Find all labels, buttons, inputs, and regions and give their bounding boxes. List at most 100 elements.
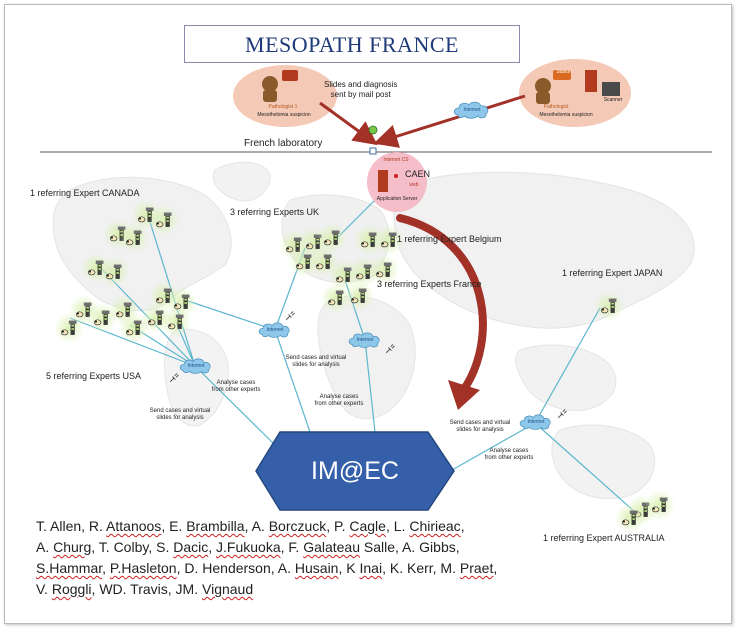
mail-post-label: Slides and diagnosis sent by mail post <box>324 80 397 100</box>
author-name-flagged: Dacic <box>173 539 209 555</box>
plug-icon-uk <box>285 311 295 321</box>
author-name-flagged: Churg <box>53 539 92 555</box>
expert-node-icon <box>645 490 675 520</box>
workstation-icon <box>602 82 620 96</box>
imec-hub-shape <box>255 431 455 511</box>
map-south-america <box>164 328 229 427</box>
expert-node-icon <box>317 223 347 253</box>
expert-node-icon <box>54 313 84 343</box>
expert-node-icon <box>594 291 624 321</box>
author-text: A. <box>36 539 54 555</box>
pathologist-right-station-label: Station <box>556 69 572 75</box>
authors-line-2: A. Churg, T. Colby, S. Dacic, J.Fukuoka,… <box>36 537 596 558</box>
link-cloud-usa-hub <box>194 365 276 446</box>
lab-node-icon <box>369 147 377 155</box>
mail-junction-icon <box>368 125 378 135</box>
server-top-tag: Internet CS <box>383 157 409 163</box>
author-name-flagged: Attanoos <box>106 518 162 534</box>
authors-line-4: V. Roggli, WD. Travis, JM. Vignaud <box>36 579 596 600</box>
link-australia-asia-cloud <box>534 422 636 513</box>
expert-node-icon <box>149 205 179 235</box>
pathologist-left-speech-icon <box>282 70 298 81</box>
region-canada-label: 1 referring Expert CANADA <box>30 188 140 198</box>
annotation-send-uk-line2: slides for analysis <box>292 362 340 368</box>
slide-border <box>4 4 732 624</box>
annotation-send-uk: Send cases and virtual slides for analys… <box>276 355 356 369</box>
author-text: , T. Colby, S. <box>91 539 174 555</box>
link-cloud-france-hub <box>364 339 376 433</box>
expert-node-icon <box>161 307 191 337</box>
authors-line-1: T. Allen, R. Attanoos, E. Brambilla, A. … <box>36 516 596 537</box>
link-cloud-uk-hub <box>274 329 311 433</box>
expert-node-icon <box>119 223 149 253</box>
expert-node-icon <box>119 313 149 343</box>
expert-node-icon <box>374 225 404 255</box>
mail-arrow-left <box>319 101 378 146</box>
author-name-flagged: Inai <box>359 560 383 576</box>
expert-node-icon <box>369 255 399 285</box>
expert-node-icon <box>99 257 129 287</box>
annotation-analyse-france: Analyse cases from other experts <box>308 394 370 408</box>
author-text: , K. Kerr, M. <box>382 560 460 576</box>
annotation-send-asia-line1: Send cases and virtual <box>449 420 511 426</box>
application-server <box>367 152 427 212</box>
annotation-analyse-usa-line2: from other experts <box>211 387 261 393</box>
annotation-analyse-asia-line1: Analyse cases <box>489 448 529 454</box>
pathologist-left-caption: Mesothelomia suspicion <box>257 112 311 118</box>
expert-node-icon <box>344 281 374 311</box>
region-australia-label: 1 referring Expert AUSTRALIA <box>543 533 665 543</box>
map-australia <box>551 424 656 500</box>
author-name-flagged: Borczuck <box>268 518 327 534</box>
server-city: CAEN <box>405 169 431 179</box>
author-name-flagged: Chirieac <box>409 518 461 534</box>
french-lab-label: French laboratory <box>244 138 323 149</box>
author-name-flagged: Vignaud <box>202 581 254 597</box>
annotation-analyse-france-line1: Analyse cases <box>319 394 359 400</box>
pathologist-right-body-icon <box>536 92 550 104</box>
pathologist-left-bubble <box>233 65 337 127</box>
author-text: , <box>208 539 217 555</box>
annotation-send-usa-line1: Send cases and virtual <box>149 408 211 414</box>
annotation-send-asia: Send cases and virtual slides for analys… <box>440 420 520 434</box>
annotation-analyse-asia-line2: from other experts <box>484 455 534 461</box>
author-name-flagged: P.Hasleton <box>109 560 177 576</box>
pathologist-left <box>233 65 337 127</box>
annotation-send-asia-line2: slides for analysis <box>456 427 504 433</box>
author-text: Salle, A. Gibbs, <box>360 539 460 555</box>
author-text: , P. <box>326 518 350 534</box>
pathologist-right-speech-icon <box>553 70 571 80</box>
pathologist-left-figure-icon <box>262 76 278 92</box>
server-status-icon <box>394 174 398 178</box>
author-text: , <box>493 560 498 576</box>
author-name-flagged: Husain <box>294 560 339 576</box>
annotation-analyse-usa: Analyse cases from other experts <box>206 380 266 394</box>
expert-nodes <box>54 200 675 533</box>
cloud-france-label: Internet <box>356 337 374 343</box>
link-eu-left-cloud <box>184 299 276 331</box>
annotation-analyse-usa-line1: Analyse cases <box>216 380 256 386</box>
mail-post-label-line1: Slides and diagnosis <box>324 80 398 89</box>
author-name-flagged: Galateau <box>303 539 361 555</box>
author-text: , F. <box>280 539 304 555</box>
author-name-flagged: Cagle <box>349 518 386 534</box>
server-label: Application Server <box>376 196 418 202</box>
author-text: , <box>102 560 110 576</box>
authors-list: T. Allen, R. Attanoos, E. Brambilla, A. … <box>36 516 596 600</box>
authors-line-3: S.Hammar, P.Hasleton, D. Henderson, A. H… <box>36 558 596 579</box>
author-text: V. <box>36 581 52 597</box>
pathologist-right-caption: Mesothelomia suspicion <box>539 112 593 118</box>
map-asia <box>393 171 695 329</box>
pathologist-right-bubble <box>519 59 631 127</box>
annotation-send-uk-line1: Send cases and virtual <box>285 355 347 361</box>
link-hub-asia-cloud <box>451 422 536 471</box>
expert-node-icon <box>615 503 645 533</box>
annotation-analyse-france-line2: from other experts <box>314 401 364 407</box>
imec-hub-label: IM@EC <box>311 457 399 485</box>
pathologist-left-body-icon <box>263 90 277 102</box>
author-name-flagged: Brambilla <box>186 518 245 534</box>
server-bubble <box>367 152 427 212</box>
scanner-label: Scanner <box>603 97 623 103</box>
cloud-asia-label: Internet <box>527 419 545 425</box>
map-greenland <box>212 161 271 202</box>
